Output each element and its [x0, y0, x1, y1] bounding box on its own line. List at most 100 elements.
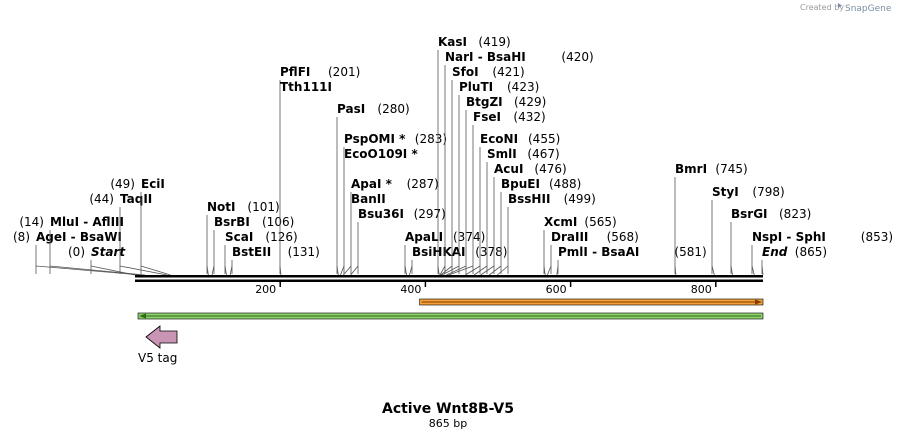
site-kasi[interactable]: KasI(419)	[437, 35, 511, 276]
site-name: BstEII	[232, 245, 271, 259]
site-second-name: EcoO109I *	[344, 147, 418, 161]
site-pasi[interactable]: PasI(280)	[336, 102, 410, 276]
site-end[interactable]: End (865)	[761, 245, 827, 276]
site-bsrbi[interactable]: BsrBI(106)	[211, 215, 294, 276]
site-name: PmlI	[558, 245, 588, 259]
site-bpuei[interactable]: BpuEI(488)	[489, 177, 581, 276]
site-leader-line	[437, 265, 440, 276]
site-leader-line	[119, 265, 168, 276]
site-position: (0)	[68, 245, 85, 259]
site-pspomi[interactable]: PspOMI * (283)EcoO109I *	[340, 132, 447, 276]
site-label: PspOMI *	[344, 132, 406, 146]
site-leader-line	[340, 265, 345, 276]
site-label: BsrBI	[214, 215, 250, 229]
site-leader-line	[674, 265, 677, 276]
site-name: AcuI	[494, 162, 523, 176]
site-label: NspI - SphI	[752, 230, 826, 244]
site-label: End	[762, 245, 788, 259]
site-name: KasI	[438, 35, 467, 49]
site-name: PluTI	[459, 80, 493, 94]
site-apai[interactable]: ApaI *(287)BanII	[343, 177, 439, 276]
site-xcmi[interactable]: XcmI(565)	[543, 215, 617, 276]
site-leader-line	[556, 265, 559, 276]
site-position: (865)	[795, 245, 827, 259]
site-leader-line	[543, 265, 546, 276]
site-name: SfoI	[452, 65, 479, 79]
site-acui[interactable]: AcuI(476)	[480, 162, 567, 276]
site-bsteii[interactable]: BstEII (131)	[229, 245, 320, 276]
site-position: (131)	[288, 245, 320, 259]
site-leader-line	[279, 265, 282, 276]
site-name: EcoNI	[480, 132, 518, 146]
site-label: SfoI	[452, 65, 479, 79]
tick-label: 200	[255, 283, 276, 296]
site-name: SmlI	[487, 147, 517, 161]
site-nspi[interactable]: NspI - SphI(853)	[751, 230, 893, 276]
site-bsshii[interactable]: BssHII (499)	[497, 192, 596, 276]
site-label: MluI - AflIII	[50, 215, 124, 229]
site-alias: - SphI	[782, 230, 826, 244]
site-position: (429)	[514, 95, 546, 109]
site-name: Bsu36I	[358, 207, 404, 221]
site-sfoi[interactable]: SfoI(421)	[440, 65, 525, 276]
site-position: (287)	[407, 177, 439, 191]
site-btgzi[interactable]: BtgZI(429)	[446, 95, 546, 276]
site-scai[interactable]: ScaI(126)	[224, 230, 298, 276]
site-alias: - AflIII	[79, 215, 124, 229]
site-label: SmlI	[487, 147, 517, 161]
site-draiii[interactable]: DraIII(568)	[547, 230, 639, 276]
site-styi[interactable]: StyI(798)	[711, 185, 785, 276]
site-apali[interactable]: ApaLI(374)	[404, 230, 485, 276]
site-smli[interactable]: SmlI(467)	[473, 147, 560, 276]
site-label: BsrGI	[731, 207, 768, 221]
site-position: (432)	[513, 110, 545, 124]
site-name: TaqII	[120, 192, 152, 206]
site-name: NspI	[752, 230, 782, 244]
site-leader-line	[350, 265, 359, 276]
site-label: BsiHKAI	[412, 245, 466, 259]
site-label: DraIII	[551, 230, 588, 244]
site-position: (455)	[528, 132, 560, 146]
site-ecii[interactable]: EciI(49)	[110, 177, 171, 276]
site-position: (798)	[752, 185, 784, 199]
site-position: (378)	[475, 245, 507, 259]
site-econi[interactable]: EcoNI (455)	[465, 132, 560, 276]
site-name: BsrGI	[731, 207, 768, 221]
site-fsei[interactable]: FseI(432)	[448, 110, 546, 276]
site-label: ScaI	[225, 230, 253, 244]
site-position: (280)	[377, 102, 409, 116]
feature-v5-tag[interactable]: V5 tag	[138, 325, 178, 365]
site-name: Start	[91, 245, 126, 259]
site-leader-line	[35, 265, 141, 276]
site-position: (499)	[564, 192, 596, 206]
site-leader-line	[439, 265, 446, 276]
site-label: PmlI - BsaAI	[558, 245, 639, 259]
site-name: ApaLI	[405, 230, 443, 244]
site-leader-line	[711, 265, 715, 276]
site-label: EciI	[141, 177, 165, 191]
site-agei[interactable]: AgeI - BsaWI(8)	[13, 230, 141, 276]
site-mlui[interactable]: MluI - AflIII(14)	[19, 215, 146, 276]
site-name: NotI	[207, 200, 236, 214]
site-noti[interactable]: NotI(101)	[206, 200, 280, 276]
site-nari[interactable]: NarI - BsaHI(420)	[439, 50, 594, 276]
site-name: NarI	[445, 50, 474, 64]
site-pluti[interactable]: PluTI (423)	[441, 80, 539, 276]
site-pflfi[interactable]: PflFI(201)Tth111I	[279, 65, 360, 276]
site-name: BmrI	[675, 162, 707, 176]
site-bmri[interactable]: BmrI(745)	[674, 162, 748, 276]
site-label: BssHII	[508, 192, 550, 206]
site-pmli[interactable]: PmlI - BsaAI(581)	[556, 245, 707, 276]
site-taqii[interactable]: TaqII(44)	[89, 192, 168, 276]
site-bsihkai[interactable]: BsiHKAI (378)	[409, 245, 507, 276]
site-position: (283)	[415, 132, 447, 146]
site-name: EciI	[141, 177, 165, 191]
site-label: AcuI	[494, 162, 523, 176]
site-bsrgi[interactable]: BsrGI(823)	[730, 207, 811, 276]
site-leader-line	[49, 265, 146, 276]
site-start[interactable]: Start (0)	[68, 245, 136, 276]
v5-tag-label: V5 tag	[138, 351, 177, 365]
site-position: (423)	[507, 80, 539, 94]
site-position: (297)	[414, 207, 446, 221]
